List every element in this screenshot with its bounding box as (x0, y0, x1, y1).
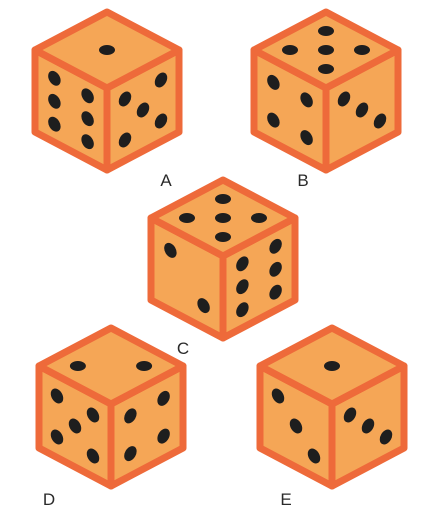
die-left-pip (86, 407, 100, 423)
die-right-pip (124, 408, 137, 424)
die-b (250, 8, 402, 174)
die-left-pip (307, 448, 321, 464)
die-left-pip (197, 298, 210, 314)
die-left-pip (68, 418, 82, 434)
die-top-pip (318, 45, 334, 55)
die-right-pip (154, 113, 168, 129)
die-right-pip (118, 132, 132, 148)
die-right-pip (236, 302, 249, 318)
die-right-pip (154, 72, 168, 88)
die-left-pip (271, 388, 285, 404)
die-right-pip (157, 390, 170, 406)
die-left-pip (81, 111, 94, 127)
die-c (147, 176, 299, 342)
die-top-pip (318, 64, 334, 74)
die-top-pip (282, 45, 298, 55)
die-left-pip (86, 448, 100, 464)
die-left-pip (81, 88, 94, 104)
die-right-pip (157, 428, 170, 444)
die-label-c: C (176, 339, 190, 358)
die-d (35, 324, 187, 490)
die-right-pip (136, 102, 150, 118)
die-left-pip (48, 93, 61, 109)
die-left-pip (267, 74, 280, 90)
die-label-d: D (42, 490, 56, 509)
die-right-pip (269, 284, 282, 300)
die-top-pip (215, 194, 231, 204)
die-top-pip (179, 213, 195, 223)
die-right-pip (361, 418, 375, 434)
die-right-pip (124, 446, 137, 462)
die-label-b: B (297, 171, 309, 190)
die-right-pip (269, 238, 282, 254)
die-left-pip (289, 418, 303, 434)
die-top-pip (324, 361, 340, 371)
die-label-a: A (160, 171, 172, 190)
die-left-pip (267, 112, 280, 128)
die-top-pip (99, 45, 115, 55)
die-left-pip (164, 242, 177, 258)
die-top-pip (354, 45, 370, 55)
die-right-pip (236, 256, 249, 272)
die-top-pip (69, 361, 86, 371)
die-a (31, 8, 183, 174)
die-left-pip (50, 429, 64, 445)
die-top-pip (136, 361, 153, 371)
die-right-pip (379, 429, 393, 445)
die-top-pip (215, 213, 231, 223)
die-e (256, 324, 408, 490)
die-top-pip (251, 213, 267, 223)
die-right-pip (373, 113, 387, 129)
die-right-pip (343, 407, 357, 423)
die-right-pip (118, 91, 132, 107)
die-left-pip (81, 134, 94, 150)
die-left-pip (300, 92, 313, 108)
die-right-pip (269, 261, 282, 277)
die-right-pip (337, 91, 351, 107)
die-label-e: E (280, 490, 292, 509)
die-left-pip (48, 70, 61, 86)
die-left-pip (48, 116, 61, 132)
die-right-pip (236, 279, 249, 295)
die-left-pip (50, 388, 64, 404)
die-right-pip (355, 102, 369, 118)
die-left-pip (300, 130, 313, 146)
die-top-pip (318, 26, 334, 36)
die-top-face (35, 324, 187, 408)
die-top-pip (215, 232, 231, 242)
